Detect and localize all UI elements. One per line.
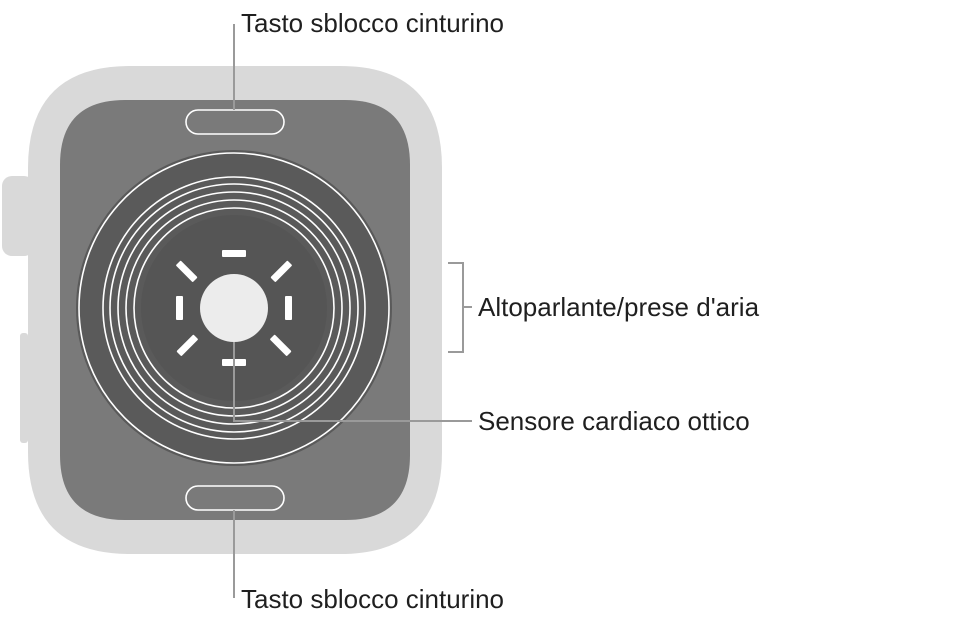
leader-line-heart-sensor	[233, 342, 472, 422]
label-heart-sensor: Sensore cardiaco ottico	[478, 406, 750, 436]
label-bottom-strap-release: Tasto sblocco cinturino	[241, 584, 505, 614]
leader-lines	[233, 24, 472, 598]
label-top-strap-release: Tasto sblocco cinturino	[241, 8, 505, 38]
sensor-led-ring	[176, 250, 292, 366]
label-speaker-vents: Altoparlante/prese d'aria	[478, 292, 760, 322]
side-button	[20, 333, 28, 443]
optical-heart-sensor	[200, 274, 268, 342]
digital-crown	[2, 176, 34, 256]
speaker-bracket	[448, 262, 464, 353]
